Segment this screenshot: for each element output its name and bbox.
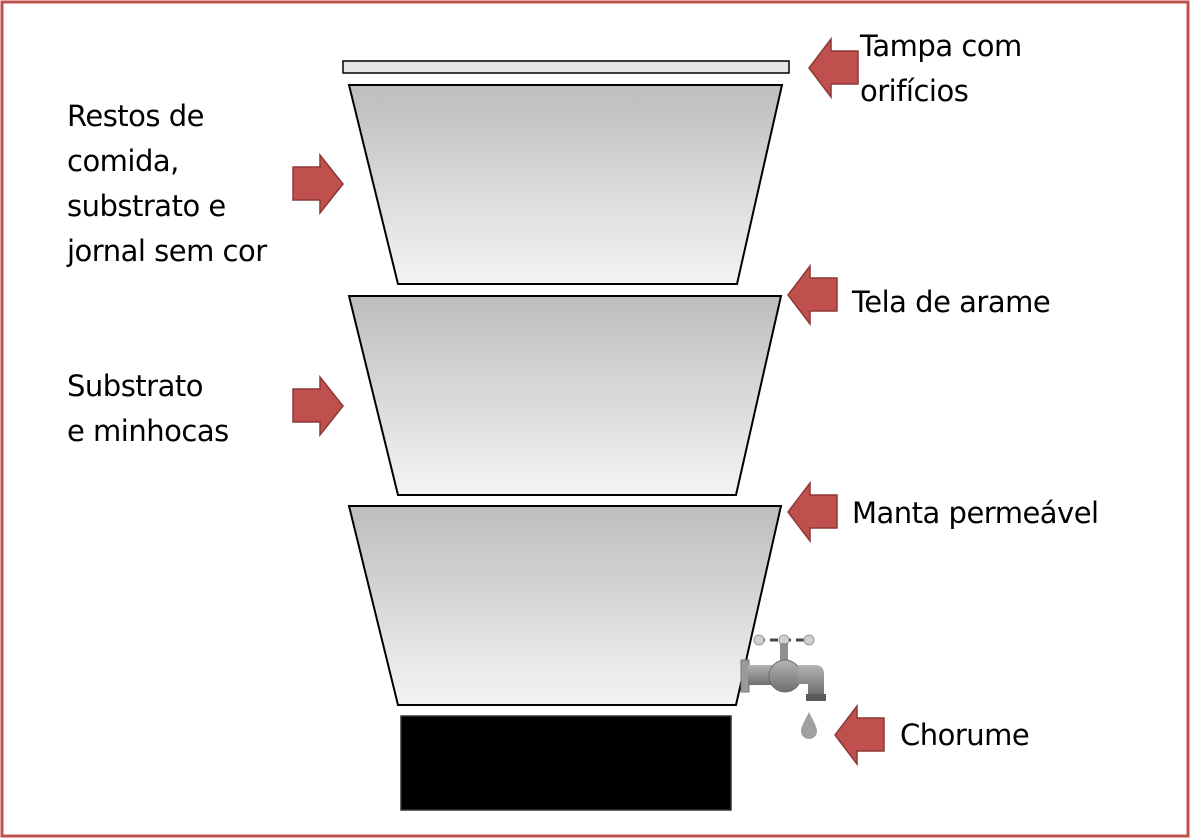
label-restos-line1: Restos de	[67, 99, 204, 133]
tier-bottom	[347, 505, 783, 706]
arrow-chorume	[834, 703, 885, 767]
water-drop-icon	[801, 712, 817, 739]
label-substrato: Substrato e minhocas	[67, 364, 229, 454]
label-manta: Manta permeável	[852, 496, 1099, 530]
arrow-tampa	[808, 36, 859, 100]
label-restos-line3: substrato e	[67, 189, 226, 223]
label-substrato-line1: Substrato	[67, 369, 203, 403]
label-tampa-line1: Tampa com	[860, 29, 1022, 63]
tier-top	[347, 84, 784, 285]
arrow-restos	[292, 152, 344, 216]
label-tampa: Tampa com orifícios	[860, 24, 1022, 114]
label-restos: Restos de comida, substrato e jornal sem…	[67, 94, 267, 274]
label-restos-line2: comida,	[67, 144, 179, 178]
label-substrato-line2: e minhocas	[67, 414, 229, 448]
label-tampa-line2: orifícios	[860, 74, 969, 108]
faucet-icon	[740, 634, 826, 701]
label-restos-line4: jornal sem cor	[67, 234, 267, 268]
arrow-substrato	[292, 374, 344, 438]
label-tela: Tela de arame	[852, 285, 1051, 319]
label-chorume: Chorume	[900, 718, 1030, 752]
tier-middle	[347, 295, 783, 496]
base	[400, 715, 732, 811]
lid	[342, 60, 790, 74]
arrow-manta	[787, 480, 838, 544]
arrow-tela	[787, 263, 838, 327]
